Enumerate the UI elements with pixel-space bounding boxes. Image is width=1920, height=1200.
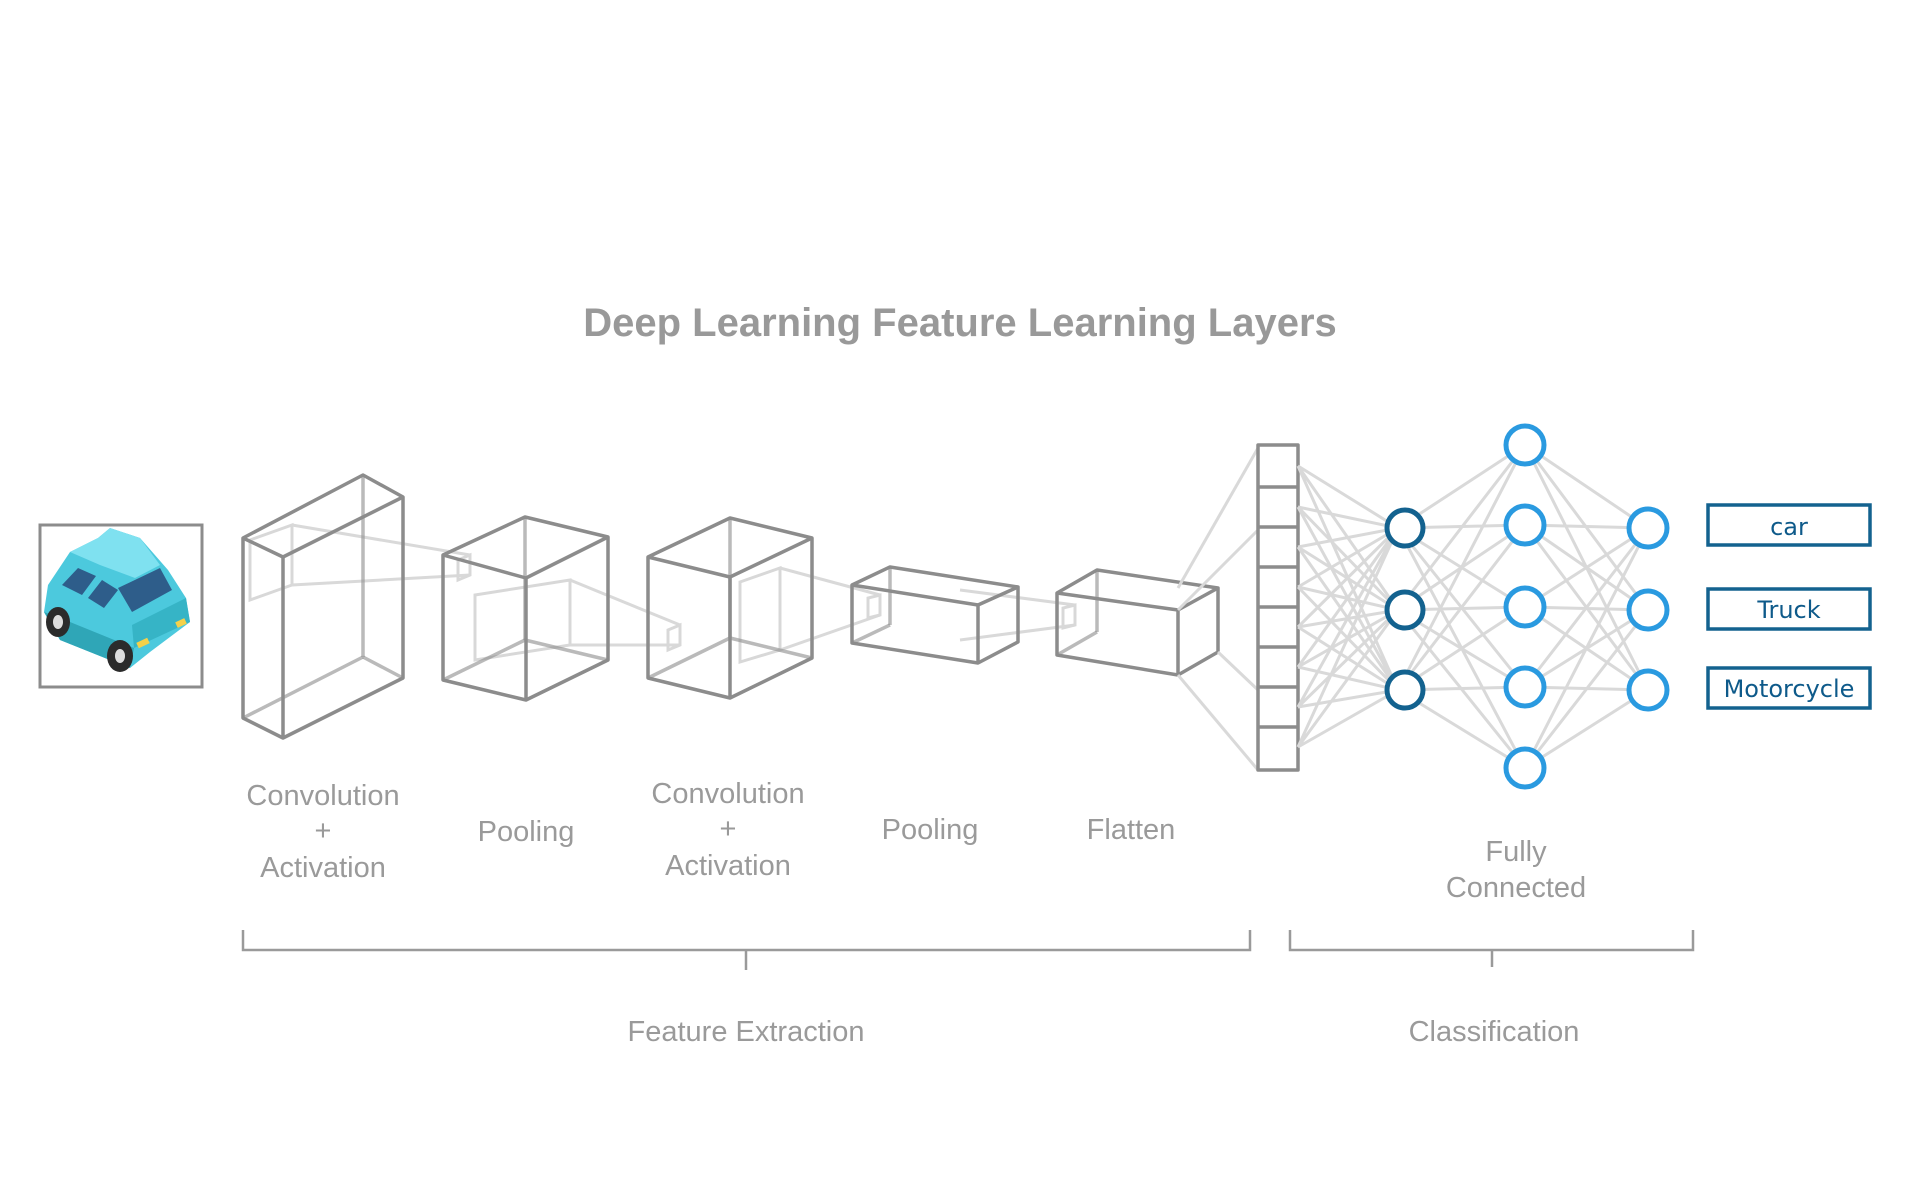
fc-node — [1626, 506, 1670, 550]
output-box-motorcycle — [1706, 666, 1872, 710]
fc-node — [1503, 503, 1547, 547]
fc-node — [1384, 589, 1426, 631]
pooling-block-2 — [850, 565, 1020, 665]
label-pooling-1: Pooling — [478, 816, 575, 848]
label-conv-1-line3: Activation — [260, 852, 386, 884]
layer-connectors — [248, 522, 1077, 665]
flatten-fanout — [1176, 447, 1260, 771]
conv-block-2 — [646, 516, 814, 700]
input-image — [38, 523, 204, 689]
classification-brace — [1288, 930, 1695, 967]
label-conv-1-line1: Convolution — [246, 780, 399, 812]
conv-block-1 — [241, 473, 405, 740]
diagram-title: Deep Learning Feature Learning Layers — [583, 301, 1337, 345]
flattened-vector — [1256, 443, 1300, 772]
label-conv-2-line2: + — [720, 813, 737, 845]
label-conv-2-line3: Activation — [665, 850, 791, 882]
fc-layer-2 — [1503, 423, 1547, 790]
output-classes: car Truck Motorcycle — [1706, 503, 1872, 710]
fc-layer-3 — [1626, 506, 1670, 712]
fc-node — [1503, 746, 1547, 790]
pooling-block-1 — [441, 515, 610, 702]
fc-layer-1 — [1384, 507, 1426, 711]
flatten-block — [1055, 568, 1220, 677]
label-conv-1-line2: + — [315, 815, 332, 847]
output-label-motorcycle: Motorcycle — [1724, 675, 1855, 703]
group-label-classification: Classification — [1409, 1016, 1580, 1048]
car-icon — [44, 528, 190, 672]
fc-node — [1503, 665, 1547, 709]
fc-node — [1626, 668, 1670, 712]
feature-extraction-brace — [241, 930, 1252, 970]
output-label-car: car — [1770, 513, 1808, 541]
label-conv-2-line1: Convolution — [651, 778, 804, 810]
fc-node — [1503, 423, 1547, 467]
label-flatten: Flatten — [1087, 814, 1176, 846]
fc-node — [1626, 588, 1670, 632]
label-pooling-2: Pooling — [882, 814, 979, 846]
fc-node — [1384, 507, 1426, 549]
output-box-car — [1706, 503, 1872, 547]
fc-node — [1384, 669, 1426, 711]
label-fc-line1: Fully — [1485, 836, 1547, 868]
label-fc-line2: Connected — [1446, 872, 1586, 904]
fc-node — [1503, 585, 1547, 629]
output-box-truck — [1706, 587, 1872, 631]
fc-edges — [1296, 443, 1650, 770]
output-label-truck: Truck — [1756, 596, 1820, 624]
layer-labels: Convolution + Activation Pooling Convolu… — [246, 778, 1586, 904]
group-label-feature-extraction: Feature Extraction — [628, 1016, 865, 1048]
